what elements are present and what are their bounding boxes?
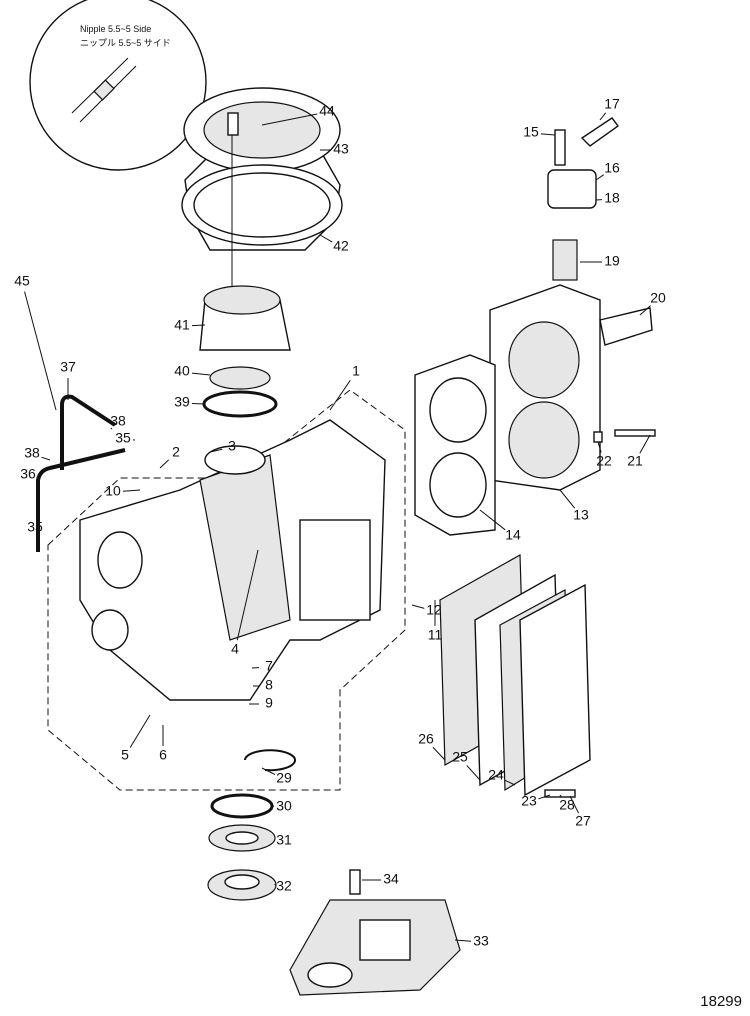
- leader-line-17: [599, 112, 607, 121]
- callout-19: 19: [604, 253, 620, 269]
- callout-7: 7: [265, 658, 273, 674]
- cylinder-block: [47, 389, 406, 791]
- callout-14: 14: [505, 527, 521, 543]
- callout-35: 35: [27, 519, 43, 535]
- leader-line-2: [159, 459, 170, 469]
- leader-line-4: [236, 549, 259, 641]
- callout-9: 9: [265, 695, 273, 711]
- inset-detail: Nipple 5.5~5 Side ニップル 5.5~5 サイド: [29, 0, 207, 171]
- callout-17: 17: [604, 96, 620, 112]
- leader-line-44: [261, 113, 318, 126]
- leader-line-1: [329, 379, 351, 411]
- callout-33: 33: [473, 933, 489, 949]
- callout-27: 27: [575, 813, 591, 829]
- leader-line-39: [191, 402, 205, 405]
- leader-line-23: [538, 794, 551, 800]
- callout-8: 8: [265, 677, 273, 693]
- leader-line-24: [504, 779, 516, 786]
- inset-caption-en: Nipple 5.5~5 Side: [80, 24, 151, 34]
- callout-22: 22: [596, 453, 612, 469]
- callout-32: 32: [276, 878, 292, 894]
- callout-4: 4: [231, 641, 239, 657]
- leader-line-26: [432, 746, 446, 761]
- callout-38: 38: [110, 413, 126, 429]
- leader-line-13: [559, 489, 576, 509]
- callout-42: 42: [333, 238, 349, 254]
- side-cover-plates: [439, 553, 591, 798]
- leader-line-27: [569, 795, 579, 814]
- callout-39: 39: [174, 394, 190, 410]
- callout-31: 31: [276, 832, 292, 848]
- callout-20: 20: [650, 290, 666, 306]
- callout-38: 38: [24, 445, 40, 461]
- callout-1: 1: [352, 363, 360, 379]
- callout-5: 5: [121, 747, 129, 763]
- figure-number: 18299: [700, 993, 742, 1010]
- callout-3: 3: [228, 438, 236, 454]
- leader-line-22: [597, 441, 602, 453]
- callout-35: 35: [115, 430, 131, 446]
- callout-16: 16: [604, 160, 620, 176]
- base-gasket: [289, 869, 461, 996]
- leader-line-12: [411, 604, 425, 609]
- exhaust-cover-assembly: [181, 87, 343, 345]
- leader-line-21: [639, 434, 651, 454]
- leader-line-14: [479, 509, 506, 531]
- callout-28: 28: [559, 797, 575, 813]
- leader-line-38: [110, 427, 113, 430]
- callout-18: 18: [604, 190, 620, 206]
- leader-line-33: [454, 939, 472, 942]
- callout-15: 15: [523, 124, 539, 140]
- lower-seal-parts: [207, 749, 296, 901]
- callout-12: 12: [426, 602, 442, 618]
- callout-26: 26: [418, 731, 434, 747]
- leader-line-3: [209, 448, 223, 453]
- leader-lines: [24, 112, 651, 942]
- leader-line-40: [191, 372, 211, 376]
- leader-line-16: [595, 174, 605, 181]
- leader-line-15: [540, 133, 556, 136]
- leader-line-38: [41, 456, 51, 461]
- cylinder-head-and-gasket: [414, 284, 601, 536]
- leader-line-36: [37, 478, 41, 481]
- callout-29: 29: [276, 770, 292, 786]
- leader-line-29: [261, 767, 276, 775]
- callout-34: 34: [383, 871, 399, 887]
- callout-2: 2: [172, 444, 180, 460]
- leader-line-42: [319, 234, 333, 243]
- callout-24: 24: [488, 767, 504, 783]
- inset-caption-jp: ニップル 5.5~5 サイド: [80, 38, 171, 48]
- leader-line-45: [24, 291, 57, 411]
- callout-40: 40: [174, 363, 190, 379]
- callout-44: 44: [319, 103, 335, 119]
- leader-line-35: [36, 537, 39, 541]
- thermostat-parts: [547, 117, 656, 443]
- leader-line-41: [191, 324, 206, 327]
- callout-43: 43: [333, 141, 349, 157]
- callout-6: 6: [159, 747, 167, 763]
- leader-line-10: [122, 489, 141, 492]
- callout-21: 21: [627, 453, 643, 469]
- callout-10: 10: [105, 483, 121, 499]
- callout-36: 36: [20, 466, 36, 482]
- water-hoses: [36, 394, 126, 552]
- callout-41: 41: [174, 317, 190, 333]
- leader-line-25: [466, 765, 481, 781]
- leader-line-20: [639, 305, 651, 316]
- callout-23: 23: [521, 793, 537, 809]
- callout-37: 37: [60, 359, 76, 375]
- callout-11: 11: [428, 627, 443, 643]
- leader-line-5: [129, 714, 151, 748]
- callout-45: 45: [14, 273, 30, 289]
- callout-13: 13: [573, 507, 589, 523]
- seal-housing-parts: [199, 285, 291, 418]
- leader-line-28: [559, 794, 563, 798]
- callout-30: 30: [276, 798, 292, 814]
- callout-25: 25: [452, 749, 468, 765]
